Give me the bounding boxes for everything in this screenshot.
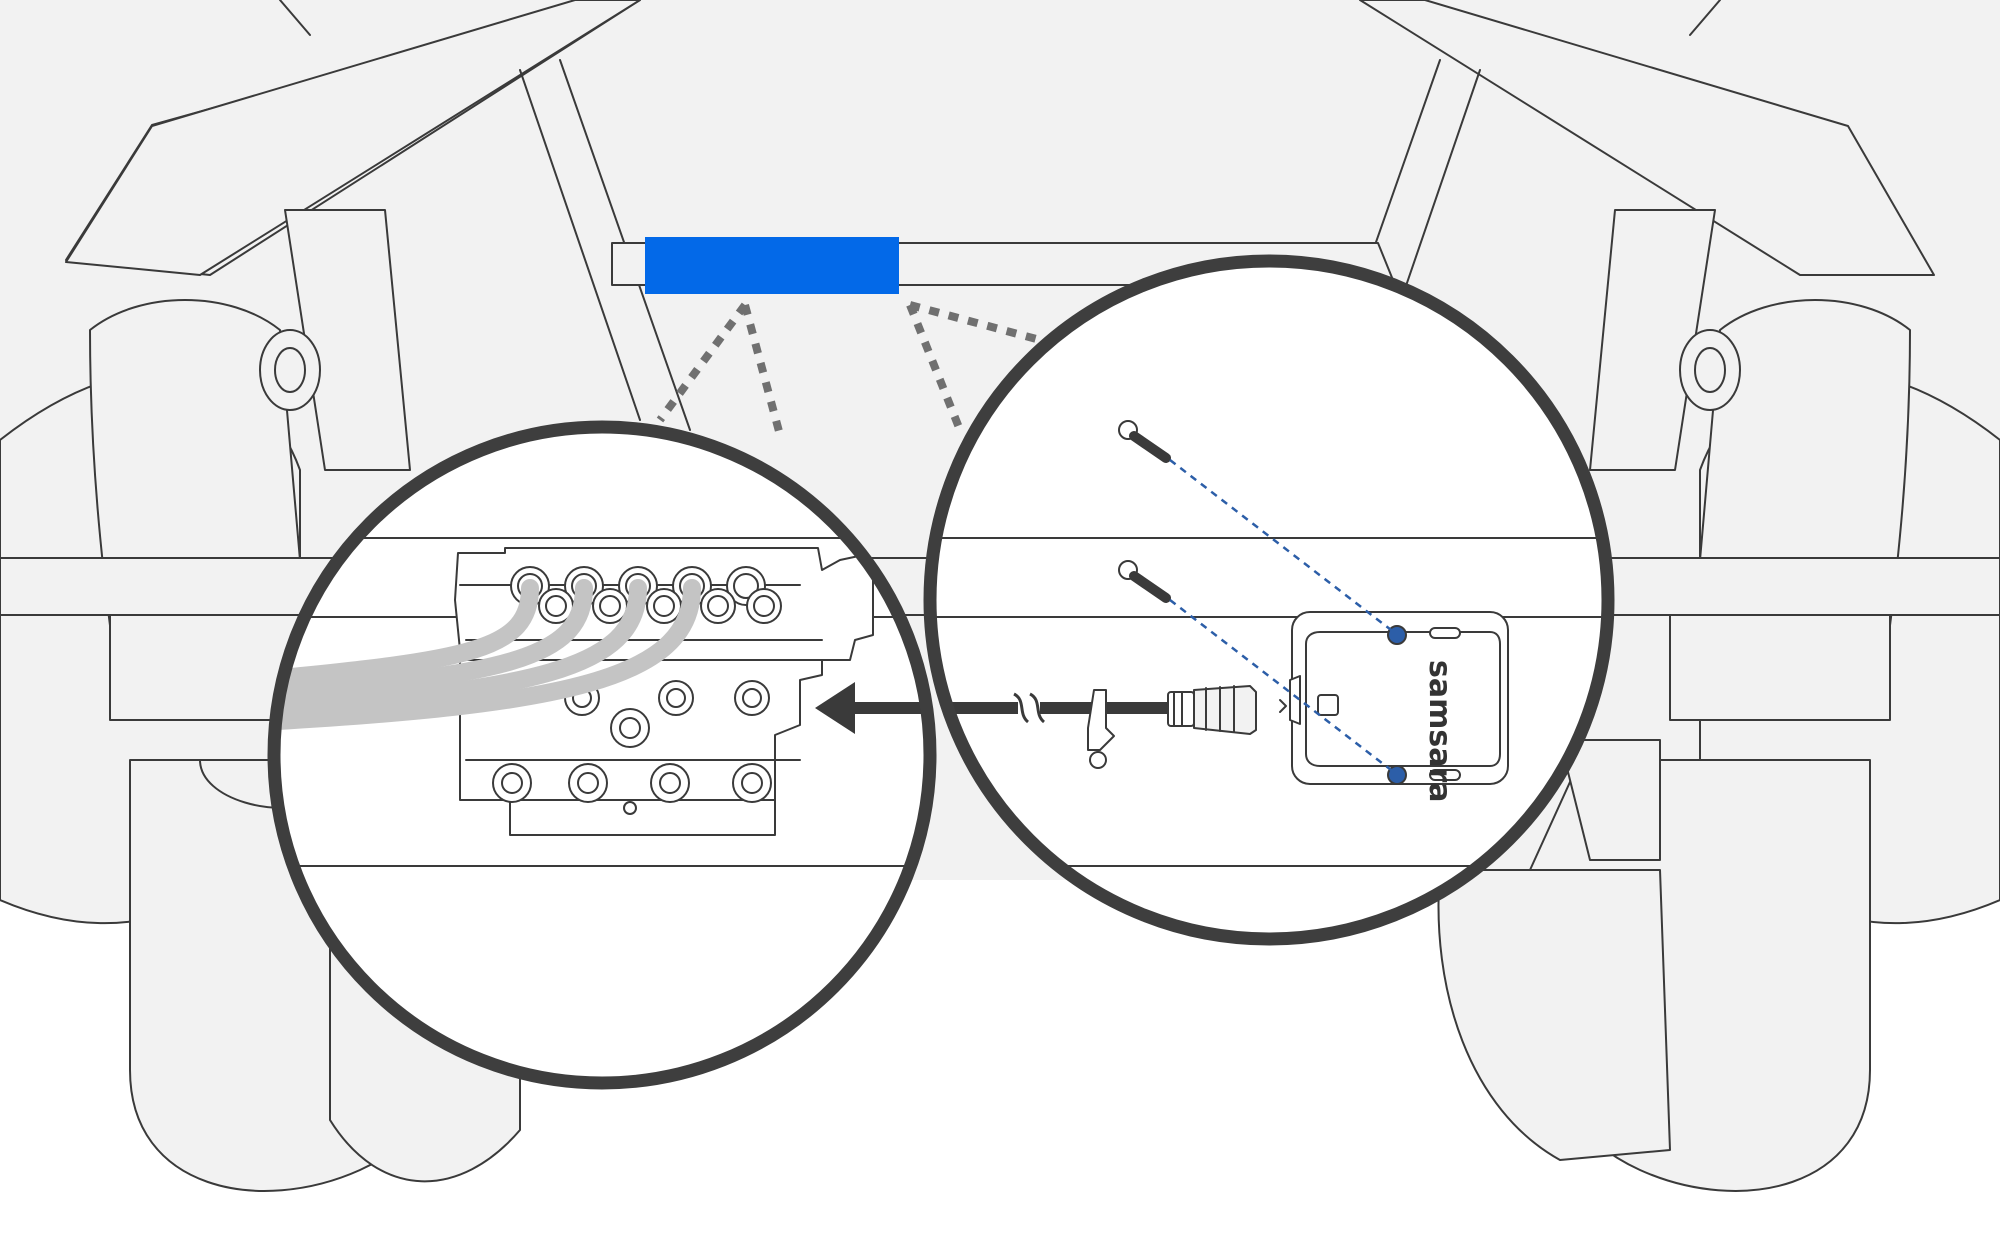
mounting-screw-icon (1118, 560, 1396, 774)
direction-arrow-icon (815, 682, 930, 734)
cable (930, 685, 1257, 735)
left-zoom-content (274, 537, 930, 867)
callout-ring-outline (267, 254, 1615, 1090)
right-zoom-content: samsara (930, 420, 1608, 867)
callout-lead-line (656, 302, 749, 423)
device-brand-label: samsara (1422, 660, 1457, 803)
cable-break-icon (1013, 692, 1046, 724)
cable-clip (1087, 689, 1115, 769)
mounting-screw-icon (1118, 420, 1396, 634)
air-hoses (274, 579, 701, 731)
mounting-location-highlight (645, 237, 899, 294)
abs-valve-module (454, 547, 874, 836)
right-upper-beam (1359, 0, 1935, 276)
mounting-hole (1387, 625, 1407, 785)
gateway-device: samsara (1279, 611, 1509, 803)
